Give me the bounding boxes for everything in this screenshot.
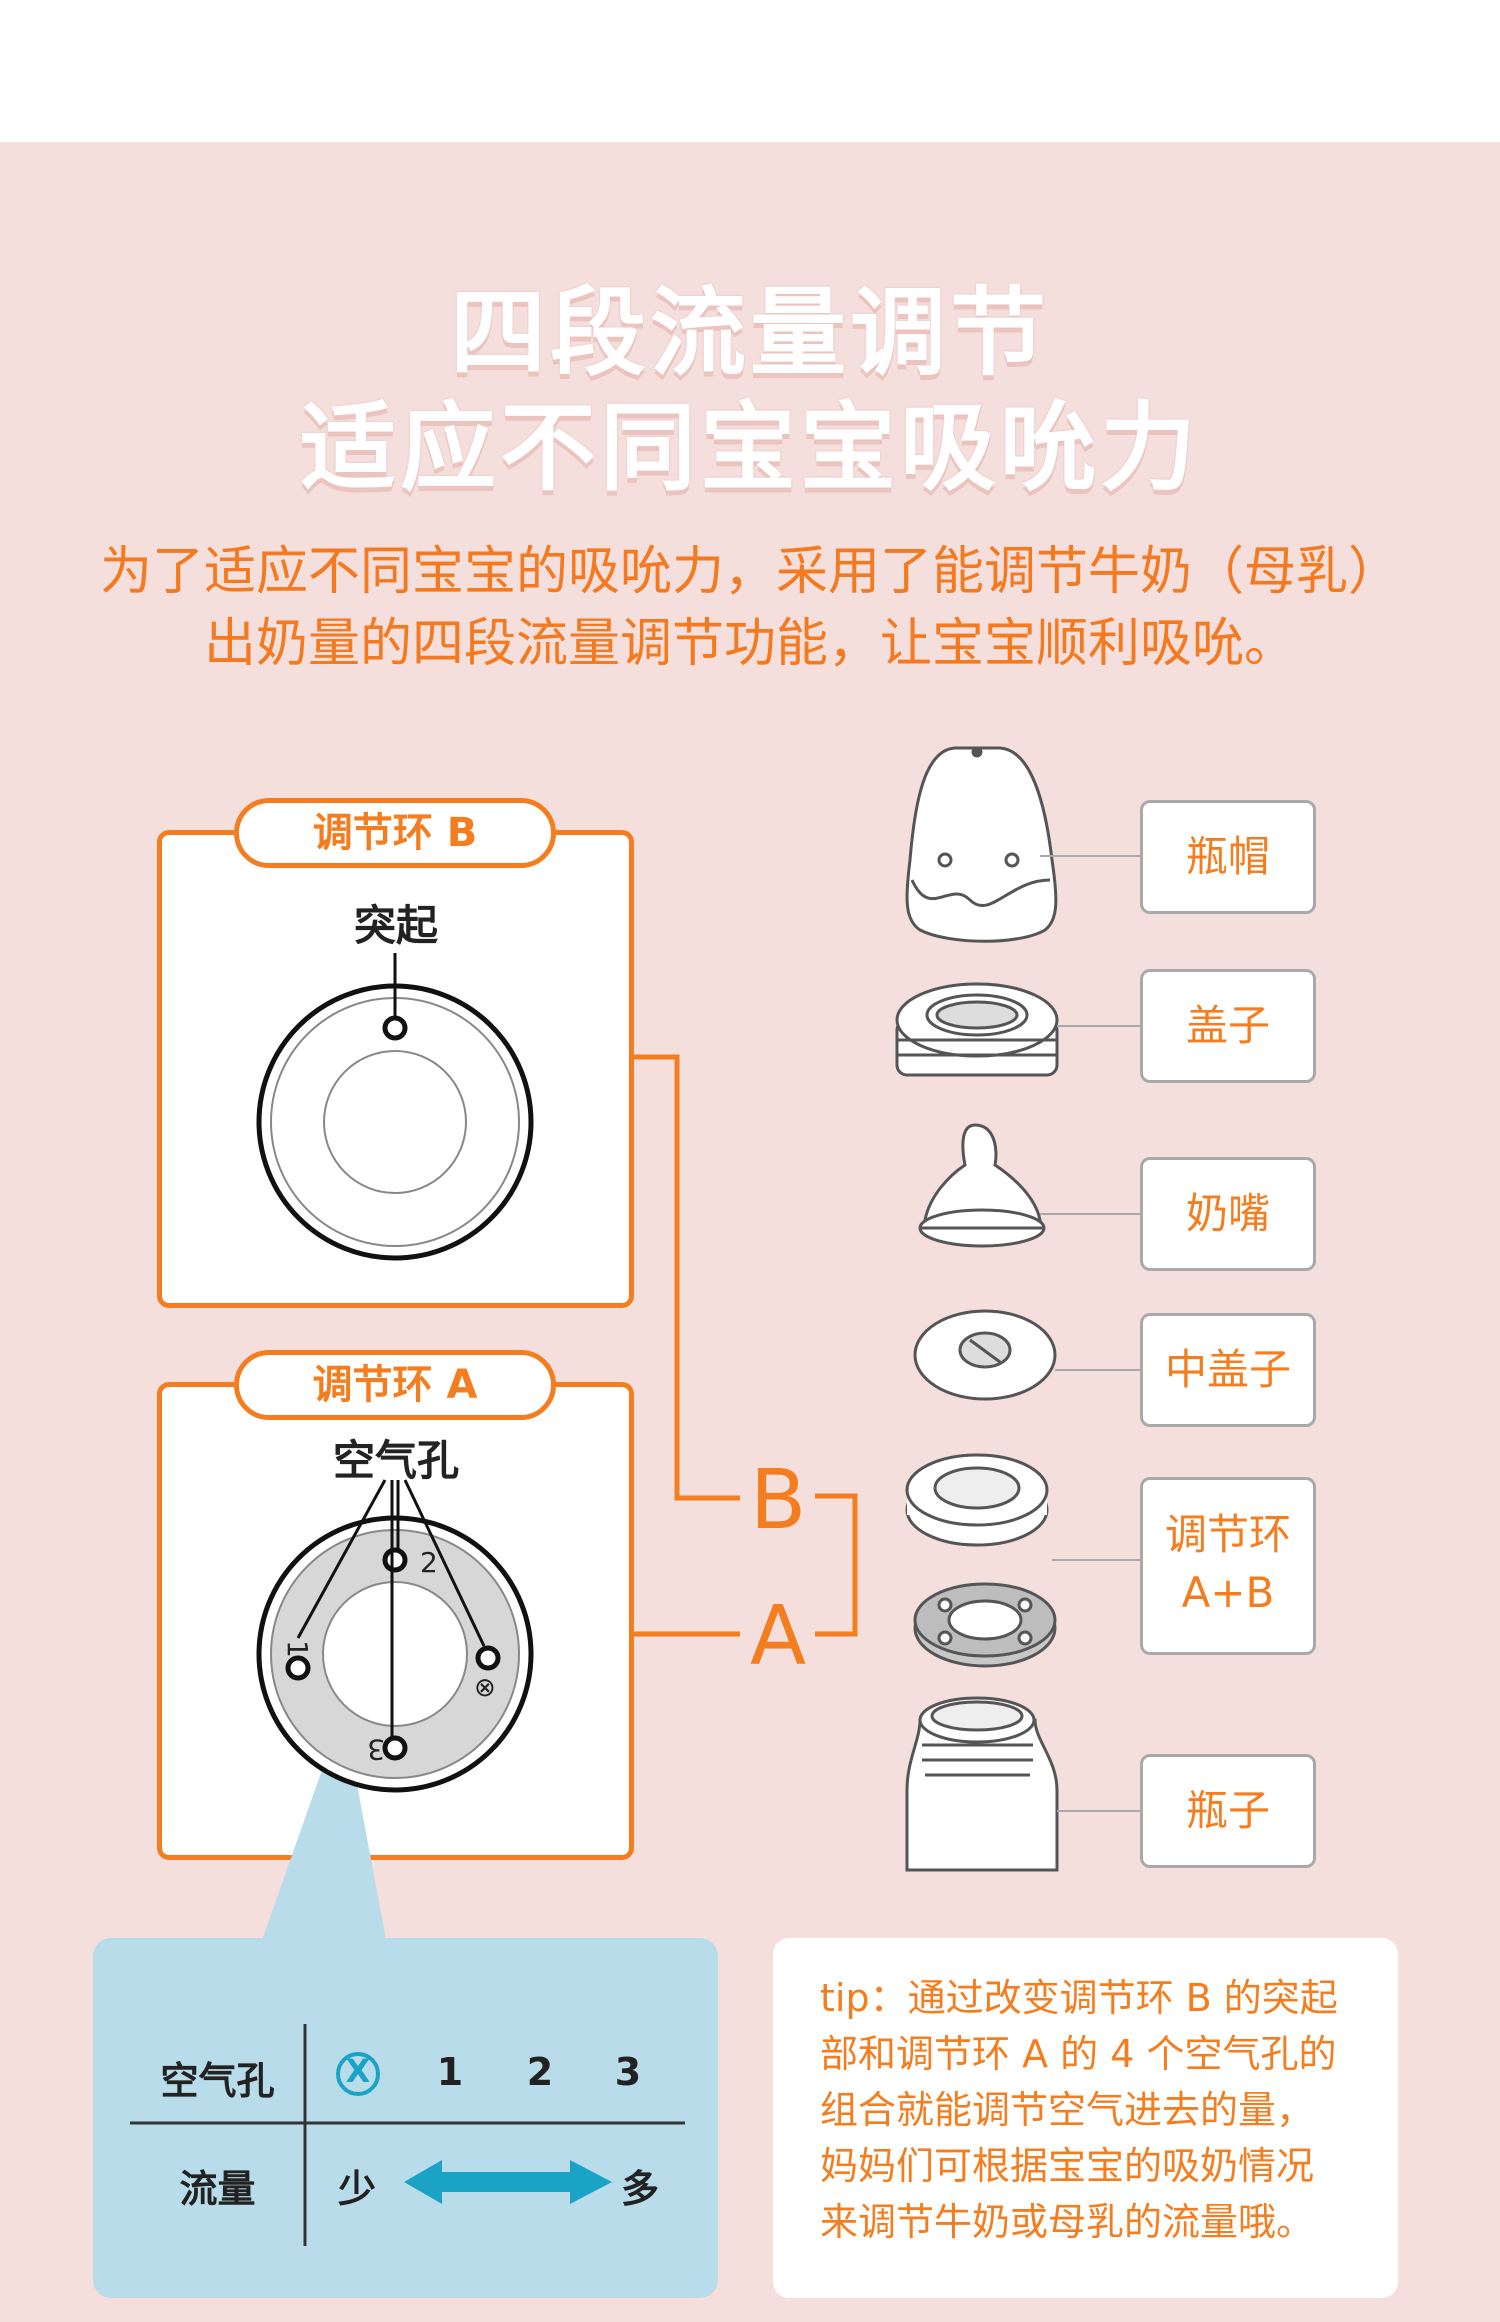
lid-icon (895, 982, 1059, 1077)
connector-lines (634, 1054, 858, 1637)
table-header-air-hole: 空气孔 (160, 2059, 275, 2103)
table-value-1: 1 (436, 2050, 464, 2094)
bottle-cap-icon (905, 746, 1058, 943)
table-value-2: 2 (526, 2050, 554, 2094)
table-flow-high: 多 (620, 2167, 659, 2211)
part-label-adjust-ring-line2: A+B (1181, 1568, 1275, 1617)
middle-lid-icon (913, 1309, 1057, 1401)
flow-arrow-icon (404, 2160, 612, 2204)
air-hole-2-icon (382, 1547, 408, 1573)
protrusion-label: 突起 (353, 901, 438, 950)
page-title-line-2: 适应不同宝宝吸吮力 (300, 392, 1200, 504)
table-header-flow: 流量 (179, 2167, 256, 2211)
nipple-icon (918, 1123, 1046, 1248)
tip-line-5: 来调节牛奶或母乳的流量哦。 (820, 2200, 1315, 2244)
hole-number-3: 3 (367, 1733, 385, 1766)
adjust-ring-a-icon (913, 1582, 1057, 1668)
air-hole-x-icon (475, 1645, 501, 1671)
air-hole-3-icon (382, 1735, 408, 1761)
air-hole-1-icon (285, 1655, 311, 1681)
flow-table-grid (130, 2024, 685, 2246)
tip-line-3: 组合就能调节空气进去的量， (820, 2088, 1315, 2132)
table-flow-low: 少 (337, 2167, 376, 2211)
connector-letter-b: B (750, 1453, 806, 1548)
part-label-middle-lid: 中盖子 (1140, 1313, 1316, 1427)
callout-background (93, 1938, 718, 2298)
hole-number-x: ⊗ (474, 1673, 496, 1703)
table-value-3: 3 (614, 2050, 642, 2094)
hole-number-2: 2 (420, 1546, 438, 1579)
part-label-lid: 盖子 (1140, 969, 1316, 1083)
page-title-line-1: 四段流量调节 (450, 277, 1050, 389)
adjust-ring-b-icon (905, 1453, 1049, 1547)
connector-letter-a: A (750, 1589, 806, 1684)
hole-number-1: 1 (281, 1640, 314, 1658)
ring-b-tag: 调节环 B (234, 798, 556, 868)
tip-line-2: 部和调节环 A 的 4 个空气孔的 (820, 2032, 1337, 2076)
tip-line-4: 妈妈们可根据宝宝的吸奶情况 (820, 2144, 1315, 2188)
part-label-nipple: 奶嘴 (1140, 1157, 1316, 1271)
air-hole-label: 空气孔 (332, 1436, 459, 1485)
part-label-adjust-ring: 调节环 A+B (1140, 1477, 1316, 1655)
part-leader-lines (1040, 855, 1140, 1812)
tip-card: tip：通过改变调节环 B 的突起 部和调节环 A 的 4 个空气孔的 组合就能… (773, 1938, 1398, 2298)
callout-pointer (262, 1736, 386, 1940)
part-label-bottle: 瓶子 (1140, 1754, 1316, 1868)
part-label-adjust-ring-line1: 调节环 (1164, 1510, 1291, 1559)
parts-exploded-view (895, 746, 1059, 1872)
part-label-bottle-cap: 瓶帽 (1140, 800, 1316, 914)
description-line-2: 出奶量的四段流量调节功能，让宝宝顺利吸吮。 (203, 614, 1296, 674)
protrusion-dot-icon (382, 1015, 408, 1041)
ring-a-tag: 调节环 A (234, 1350, 556, 1420)
ring-a-diagram: 2 1 3 ⊗ (256, 1479, 534, 1793)
ring-b-diagram (256, 953, 534, 1261)
bottle-icon (905, 1696, 1059, 1872)
tip-line-1: tip：通过改变调节环 B 的突起 (820, 1976, 1338, 2020)
no-flow-circle-icon (336, 2052, 380, 2096)
table-value-x: X (345, 2052, 371, 2090)
description-line-1: 为了适应不同宝宝的吸吮力，采用了能调节牛奶（母乳） (99, 542, 1400, 602)
